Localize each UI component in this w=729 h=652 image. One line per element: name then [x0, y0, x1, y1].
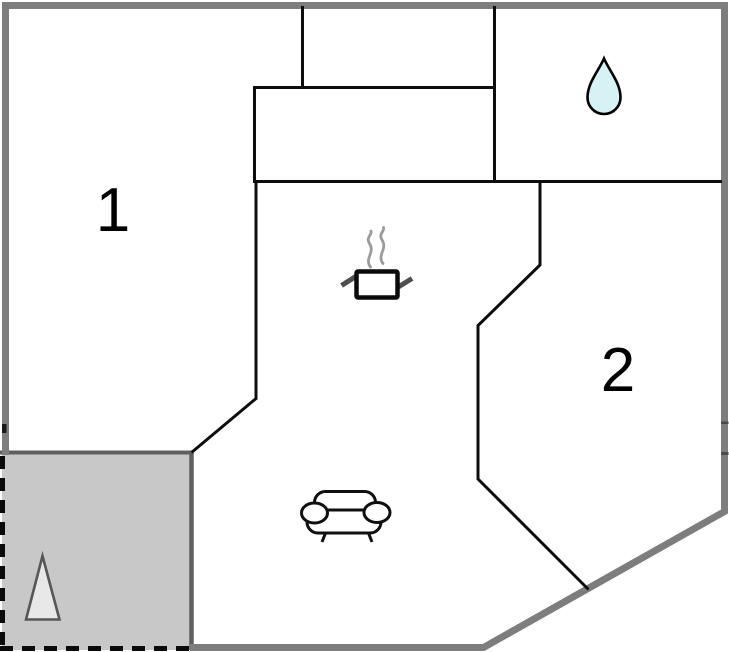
- water-drop-icon: [586, 55, 622, 116]
- room-2-label: 2: [600, 336, 636, 405]
- right-wall-tick-lower: [721, 452, 729, 455]
- wall-room2-left: [476, 181, 590, 591]
- sofa-armrest-right: [362, 501, 392, 524]
- pot-body: [354, 269, 400, 300]
- steam-line-right: [379, 226, 386, 265]
- pot-handle-left: [340, 273, 358, 288]
- cooking-pot-icon: [340, 226, 414, 300]
- tree-icon: [24, 550, 62, 621]
- sofa-armrest-left: [300, 501, 329, 525]
- right-wall-tick-upper: [721, 421, 729, 424]
- interior-walls: [190, 6, 722, 591]
- left-wall-tick: [2, 424, 7, 433]
- sofa-icon: [300, 490, 392, 543]
- terrace-area: [0, 450, 198, 652]
- steam-line-left: [366, 229, 373, 269]
- room-1-label: 1: [95, 176, 131, 245]
- pot-handle-right: [396, 276, 414, 290]
- wall-room1-right: [190, 181, 258, 454]
